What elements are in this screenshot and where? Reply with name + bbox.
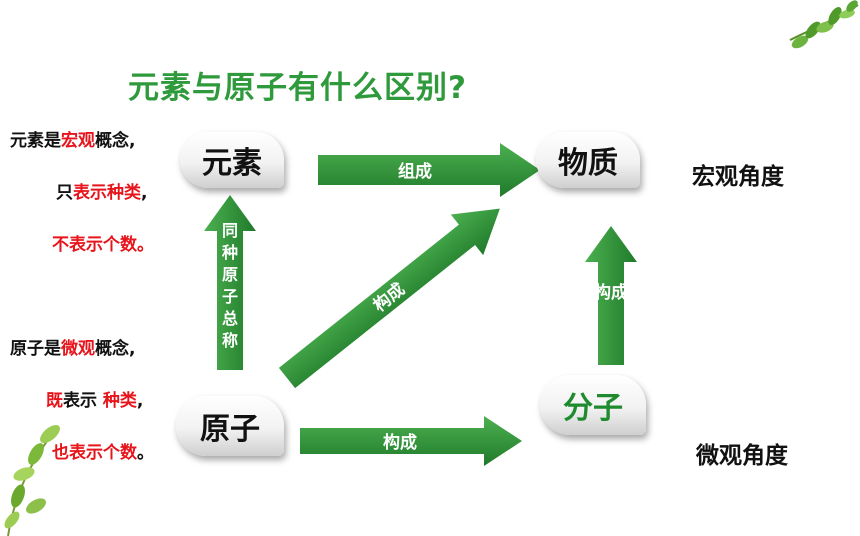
arrow-yuansu-to-wuzhi: 组成 [318, 143, 540, 197]
micro-scale-label: 微观角度 [696, 443, 788, 469]
arrow-fenzi-to-wuzhi: 构成 [585, 226, 637, 365]
leaf-decoration-bottom-left-icon [4, 425, 60, 536]
yuanzi-note-line3: 也表示个数。 [52, 443, 154, 463]
arrow-label-goucheng-bottom: 构成 [383, 432, 417, 453]
page-title: 元素与原子有什么区别? [128, 70, 467, 106]
vertical-label-char: 种 [221, 243, 238, 262]
arrow-yuanzi-to-wuzhi: 构成 [278, 208, 500, 389]
node-yuansu: 元素 [180, 132, 284, 188]
yuanzi-note-line2: 既表示 种类, [46, 391, 144, 411]
yuansu-note-line1: 元素是宏观概念, [10, 131, 136, 151]
node-yuansu-label: 元素 [202, 146, 262, 181]
arrow-label-zucheng: 组成 [398, 161, 432, 182]
arrow-yuanzi-to-yuansu: 同种原子总称 [204, 195, 256, 370]
node-yuanzi: 原子 [176, 396, 284, 456]
yuanzi-note-line1: 原子是微观概念, [10, 339, 136, 359]
vertical-label-char: 原 [222, 265, 238, 284]
vertical-label-char: 总 [222, 309, 238, 328]
leaf-decoration-top-right-icon [789, 0, 859, 49]
arrow-yuanzi-to-fenzi: 构成 [300, 416, 522, 466]
node-fenzi-label: 分子 [563, 391, 623, 426]
arrow-label-goucheng-vertical: 构成 [594, 282, 628, 303]
vertical-label-char: 称 [222, 331, 238, 350]
macro-scale-label: 宏观角度 [692, 164, 784, 190]
arrow-label-tongzhong-yuanzi-zongcheng: 同种原子总称 [221, 221, 238, 350]
node-wuzhi-label: 物质 [558, 146, 618, 181]
node-fenzi: 分子 [540, 375, 646, 435]
yuansu-note-line3: 不表示个数。 [52, 235, 154, 255]
yuansu-note-line2: 只表示种类, [56, 183, 148, 203]
node-wuzhi: 物质 [536, 132, 640, 188]
vertical-label-char: 同 [222, 221, 238, 240]
node-yuanzi-label: 原子 [200, 412, 260, 447]
vertical-label-char: 子 [222, 287, 238, 306]
